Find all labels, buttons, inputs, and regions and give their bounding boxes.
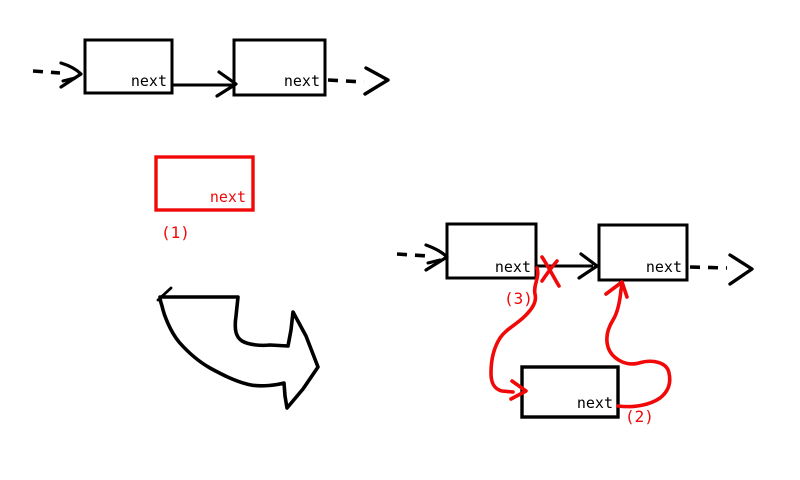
original-node1-next-label: next	[131, 72, 167, 90]
original-incoming-arrowhead-icon	[59, 61, 83, 89]
new-link-node2-arrowhead-icon	[604, 280, 629, 299]
new-node-box	[154, 155, 255, 212]
result-outgoing-dashed-link	[689, 265, 728, 270]
original-node2-next-label: next	[284, 72, 320, 90]
result-incoming-dashed-link	[396, 252, 429, 258]
original-incoming-dashed-link	[32, 69, 61, 75]
original-incoming-arrowhead-tick	[61, 76, 77, 83]
result-incoming-arrowhead-icon	[424, 243, 449, 272]
result-old-link-arrowhead-icon	[577, 252, 599, 280]
result-incoming-arrowhead-tick	[426, 258, 442, 265]
result-node1-next-label: next	[495, 258, 531, 276]
new-link-step2-label: (2)	[625, 407, 654, 426]
new-link-inserted-to-node2	[604, 280, 672, 409]
result-outgoing-arrowhead-icon	[728, 253, 754, 286]
original-link-arrowhead-icon	[215, 70, 238, 98]
new-link-node1-arrowhead-icon	[509, 379, 528, 401]
result-node2-next-label: next	[646, 258, 682, 276]
result-inserted-node-next-label: next	[577, 394, 613, 412]
severed-link-x-icon	[540, 255, 561, 288]
new-link-node1-to-inserted	[489, 266, 540, 401]
result-node2-box	[597, 223, 689, 282]
severed-link-step3-label: (3)	[504, 289, 533, 308]
result-node1-box	[445, 222, 538, 280]
original-outgoing-arrowhead-icon	[363, 66, 390, 96]
original-node2-box	[232, 38, 327, 97]
new-node-step1-label: (1)	[161, 223, 190, 242]
block-arrow-start-tick	[156, 286, 173, 302]
original-outgoing-dashed-link	[327, 78, 365, 84]
block-arrow-outline	[158, 295, 320, 410]
new-node-next-label: next	[210, 188, 246, 206]
original-node1-box	[83, 38, 174, 95]
new-node: next (1)	[154, 155, 255, 242]
result-list: next (3) next next	[396, 222, 754, 426]
transition-block-arrow	[156, 286, 320, 410]
original-list: next next	[32, 38, 390, 98]
